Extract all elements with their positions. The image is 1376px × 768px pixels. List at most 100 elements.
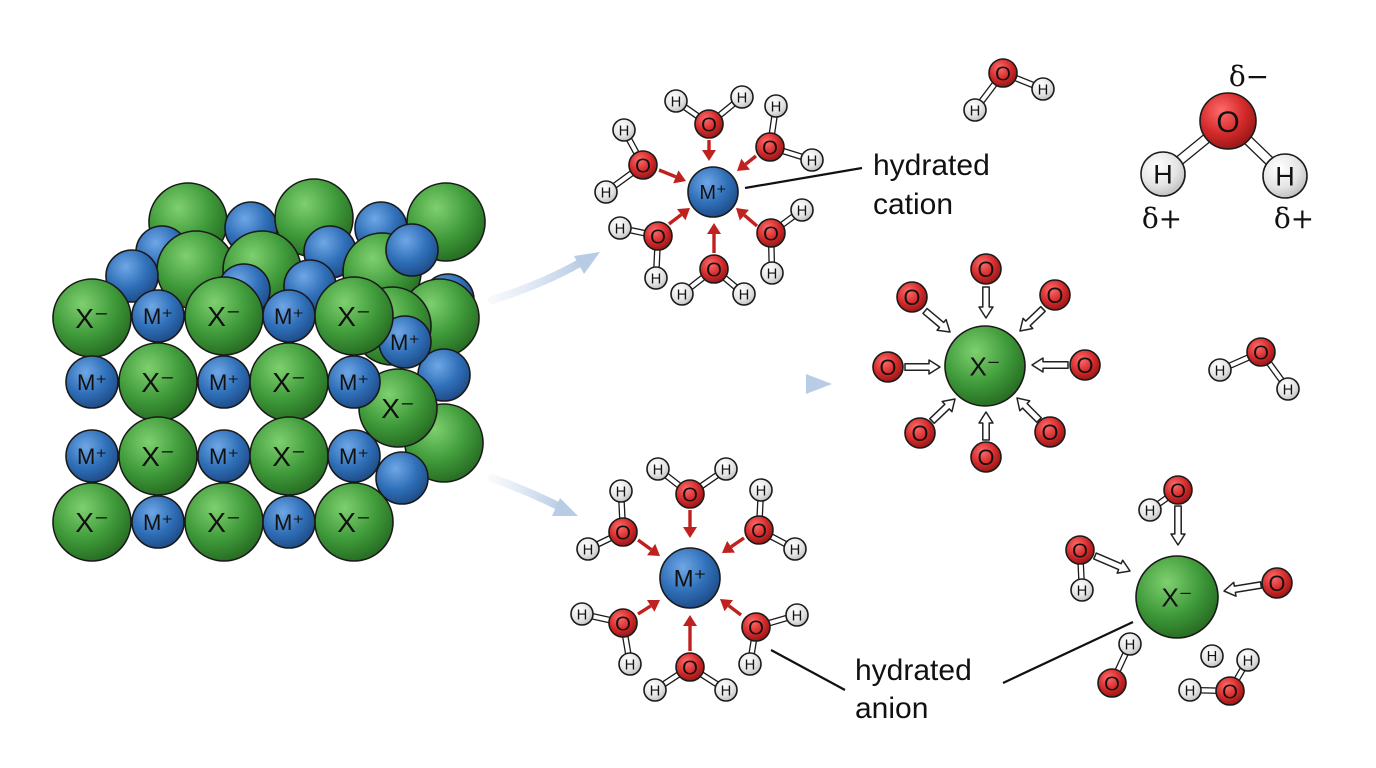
- cation-m-label: M⁺: [674, 566, 707, 593]
- hydrogen-atom-label: H: [625, 657, 636, 673]
- oxygen-atom: O: [970, 441, 1002, 473]
- flow-arrow-to-anion: [506, 374, 832, 394]
- cation-m-label: M⁺: [339, 444, 369, 469]
- oxygen-atom: O: [744, 515, 774, 545]
- hydrogen-atom: H: [1236, 648, 1260, 672]
- attraction-arrow: [1019, 305, 1046, 332]
- oxygen-atom: O: [608, 517, 638, 547]
- cation-m: M⁺: [65, 355, 119, 409]
- oxygen-atom: O: [1065, 535, 1095, 565]
- hydrogen-atom-label: H: [792, 608, 803, 624]
- anion-x-label: X⁻: [272, 367, 305, 398]
- hydrogen-atom-label: H: [653, 462, 664, 478]
- oxygen-atom-label: O: [1072, 540, 1088, 562]
- hydrogen-atom-label: H: [756, 483, 767, 499]
- cation-m-label: M⁺: [209, 444, 239, 469]
- attraction-arrow: [922, 307, 951, 333]
- oxygen-atom: O: [970, 253, 1002, 285]
- hydrogen-atom: H: [764, 94, 788, 118]
- hydrogen-atom: H: [1140, 151, 1186, 197]
- oxygen-atom-label: O: [763, 223, 779, 245]
- hydrogen-atom-label: H: [745, 657, 756, 673]
- cation-m-label: M⁺: [274, 510, 304, 535]
- cation-m: [375, 451, 429, 505]
- anion-x-label: X⁻: [381, 393, 414, 424]
- cation-m-label: M⁺: [77, 444, 107, 469]
- hydrogen-atom: H: [643, 678, 667, 702]
- water-molecule: HO: [1065, 535, 1095, 602]
- cation-m: M⁺: [659, 547, 721, 609]
- oxygen-atom-label: O: [1253, 342, 1269, 364]
- hydrogen-atom: H: [1118, 632, 1142, 656]
- oxygen-atom: O: [1097, 668, 1127, 698]
- hydrogen-atom: H: [732, 282, 756, 306]
- hydrogen-atom-label: H: [721, 462, 732, 478]
- anion-x-label: X⁻: [207, 301, 240, 332]
- oxygen-atom-label: O: [762, 137, 778, 159]
- anion-x: X⁻: [314, 482, 394, 562]
- hydrogen-atom-label: H: [1125, 637, 1136, 653]
- hydrogen-atom-label: H: [739, 287, 750, 303]
- hydrogen-atom: H: [576, 537, 600, 561]
- hydrogen-atom: H: [1031, 77, 1055, 101]
- attraction-arrow: [637, 600, 660, 616]
- anion-x-label: X⁻: [337, 301, 370, 332]
- oxygen-atom: O: [756, 218, 786, 248]
- hydrogen-atom: H: [785, 603, 809, 627]
- water-molecule: HHO: [755, 94, 824, 172]
- oxygen-atom-label: O: [706, 259, 722, 281]
- oxygen-atom: O: [988, 58, 1018, 88]
- hydrogen-atom: H: [670, 282, 694, 306]
- cation-m: M⁺: [327, 429, 381, 483]
- water-molecule: HHO: [570, 602, 642, 676]
- oxygen-atom-label: O: [650, 226, 666, 248]
- flow-arrow-to-cation: [488, 252, 600, 304]
- oxygen-atom-label: O: [1077, 353, 1094, 378]
- hydrogen-atom-label: H: [615, 221, 626, 237]
- hydrogen-atom: H: [646, 457, 670, 481]
- anion-x: X⁻: [52, 482, 132, 562]
- hydrogen-atom: H: [1276, 377, 1300, 401]
- oxygen-atom-label: O: [748, 617, 764, 639]
- oxygen-atom-label: O: [682, 657, 698, 679]
- attraction-arrow: [1170, 505, 1186, 546]
- hydrogen-atom-label: H: [619, 123, 630, 139]
- anion-x: X⁻: [118, 342, 198, 422]
- hydrogen-atom: H: [760, 261, 784, 285]
- anion-x-label: X⁻: [75, 303, 108, 334]
- oxygen-atom: O: [1034, 416, 1066, 448]
- cation-m-label: M⁺: [699, 182, 726, 204]
- attraction-arrow: [978, 411, 994, 441]
- oxygen-atom: O: [1215, 676, 1245, 706]
- attraction-arrow: [736, 208, 759, 228]
- hydrogen-atom-label: H: [651, 271, 662, 287]
- attraction-arrow: [683, 510, 697, 538]
- water-molecule: HO: [1097, 632, 1142, 698]
- water-molecule: H H O: [738, 603, 809, 676]
- oxygen-atom: O: [699, 254, 729, 284]
- cation-m: M⁺: [197, 355, 251, 409]
- dissolution-flow-arrows: [488, 252, 832, 516]
- attraction-arrow: [722, 536, 745, 553]
- attraction-arrow: [1092, 552, 1131, 574]
- cation-m: M⁺: [131, 289, 185, 343]
- oxygen-atom: O: [675, 652, 705, 682]
- oxygen-atom-label: O: [880, 355, 897, 380]
- hydrogen-atom-label: H: [1153, 160, 1173, 190]
- hydrogen-atom-label: H: [737, 90, 748, 106]
- water-molecule: HHO: [576, 479, 638, 561]
- hydrogen-atom-label: H: [1145, 503, 1156, 519]
- hydrogen-atom-label: H: [797, 203, 808, 219]
- oxygen-atom: O: [1039, 279, 1071, 311]
- cation-m: M⁺: [197, 429, 251, 483]
- oxygen-atom-label: O: [995, 63, 1011, 85]
- anion-x: X⁻: [118, 416, 198, 496]
- oxygen-atom: O: [1246, 337, 1276, 367]
- hydrogen-atom: H: [608, 216, 632, 240]
- oxygen-atom: O: [1163, 475, 1193, 505]
